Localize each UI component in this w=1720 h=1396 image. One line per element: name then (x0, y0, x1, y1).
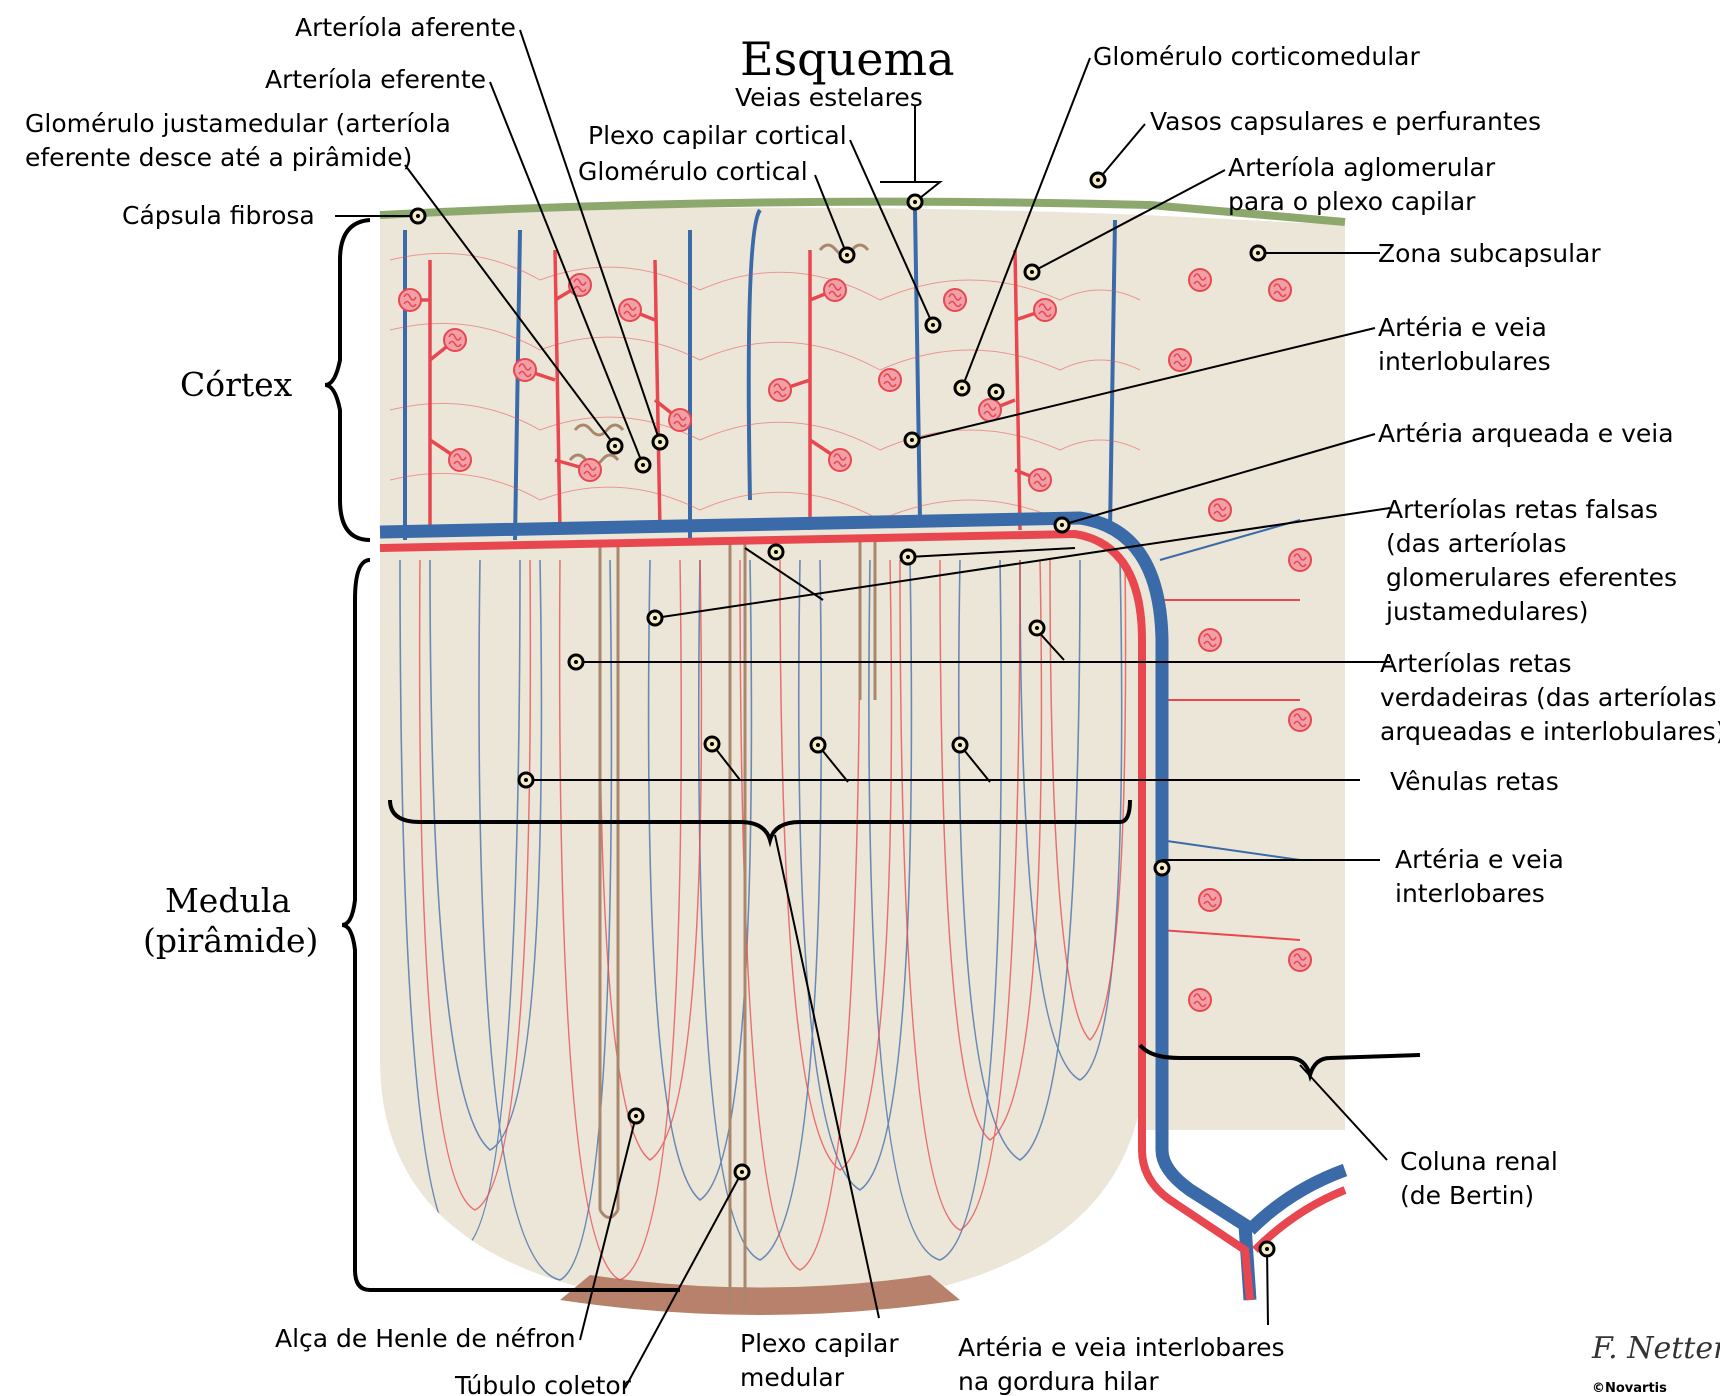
label-plexo-medular-1: Plexo capilar (740, 1329, 899, 1358)
label-alca-henle: Alça de Henle de néfron (275, 1324, 576, 1353)
label-zona-subcapsular: Zona subcapsular (1378, 239, 1601, 268)
label-arteriolas-verdadeiras-2: verdadeiras (das arteríolas (1380, 683, 1716, 712)
label-arteria-arqueada: Artéria arqueada e veia (1378, 419, 1674, 448)
pyramid-label: (pirâmide) (143, 921, 318, 960)
label-glomerulo-corticomedular: Glomérulo corticomedular (1093, 42, 1420, 71)
label-arteriolas-falsas-4: justamedulares) (1385, 597, 1589, 626)
label-capsula-fibrosa: Cápsula fibrosa (122, 201, 315, 230)
label-arteriolas-verdadeiras-3: arqueadas e interlobulares) (1380, 717, 1720, 746)
label-venulas-retas: Vênulas retas (1390, 767, 1559, 796)
label-plexo-capilar-cortical: Plexo capilar cortical (588, 121, 847, 150)
label-glomerulo-justamedular-2: eferente desce até a pirâmide) (25, 143, 412, 172)
label-interlobares-1: Artéria e veia (1395, 845, 1564, 874)
label-arteriolas-falsas-3: glomerulares eferentes (1386, 563, 1677, 592)
label-tubulo-coletor: Túbulo coletor (454, 1371, 632, 1396)
medulla-label: Medula (165, 881, 291, 920)
label-arteriola-eferente: Arteríola eferente (265, 65, 486, 94)
label-arteriola-aglomerular-1: Arteríola aglomerular (1228, 153, 1496, 182)
label-vasos-capsulares: Vasos capsulares e perfurantes (1150, 107, 1541, 136)
label-arteriola-aglomerular-2: para o plexo capilar (1228, 187, 1476, 216)
label-interlobulares-1: Artéria e veia (1378, 313, 1547, 342)
label-glomerulo-cortical: Glomérulo cortical (578, 157, 808, 186)
label-arteriolas-verdadeiras-1: Arteríolas retas (1380, 649, 1572, 678)
label-hilar-1: Artéria e veia interlobares (958, 1333, 1285, 1362)
artist-signature: F. Netter (1591, 1331, 1720, 1366)
label-plexo-medular-2: medular (740, 1363, 845, 1392)
label-arteriola-aferente: Arteríola aferente (295, 13, 516, 42)
label-interlobulares-2: interlobulares (1378, 347, 1551, 376)
label-interlobares-2: interlobares (1395, 879, 1545, 908)
label-arteriolas-falsas-2: (das arteríolas (1386, 529, 1567, 558)
diagram-title: Esquema (740, 32, 955, 86)
label-glomerulo-justamedular-1: Glomérulo justamedular (arteríola (25, 109, 451, 138)
label-hilar-2: na gordura hilar (958, 1367, 1159, 1396)
label-coluna-renal-2: (de Bertin) (1400, 1181, 1534, 1210)
credit-text: ©Novartis (1592, 1381, 1667, 1396)
label-coluna-renal-1: Coluna renal (1400, 1147, 1558, 1176)
label-arteriolas-falsas-1: Arteríolas retas falsas (1386, 495, 1658, 524)
cortex-label: Córtex (180, 365, 293, 404)
label-veias-estelares: Veias estelares (735, 83, 923, 112)
